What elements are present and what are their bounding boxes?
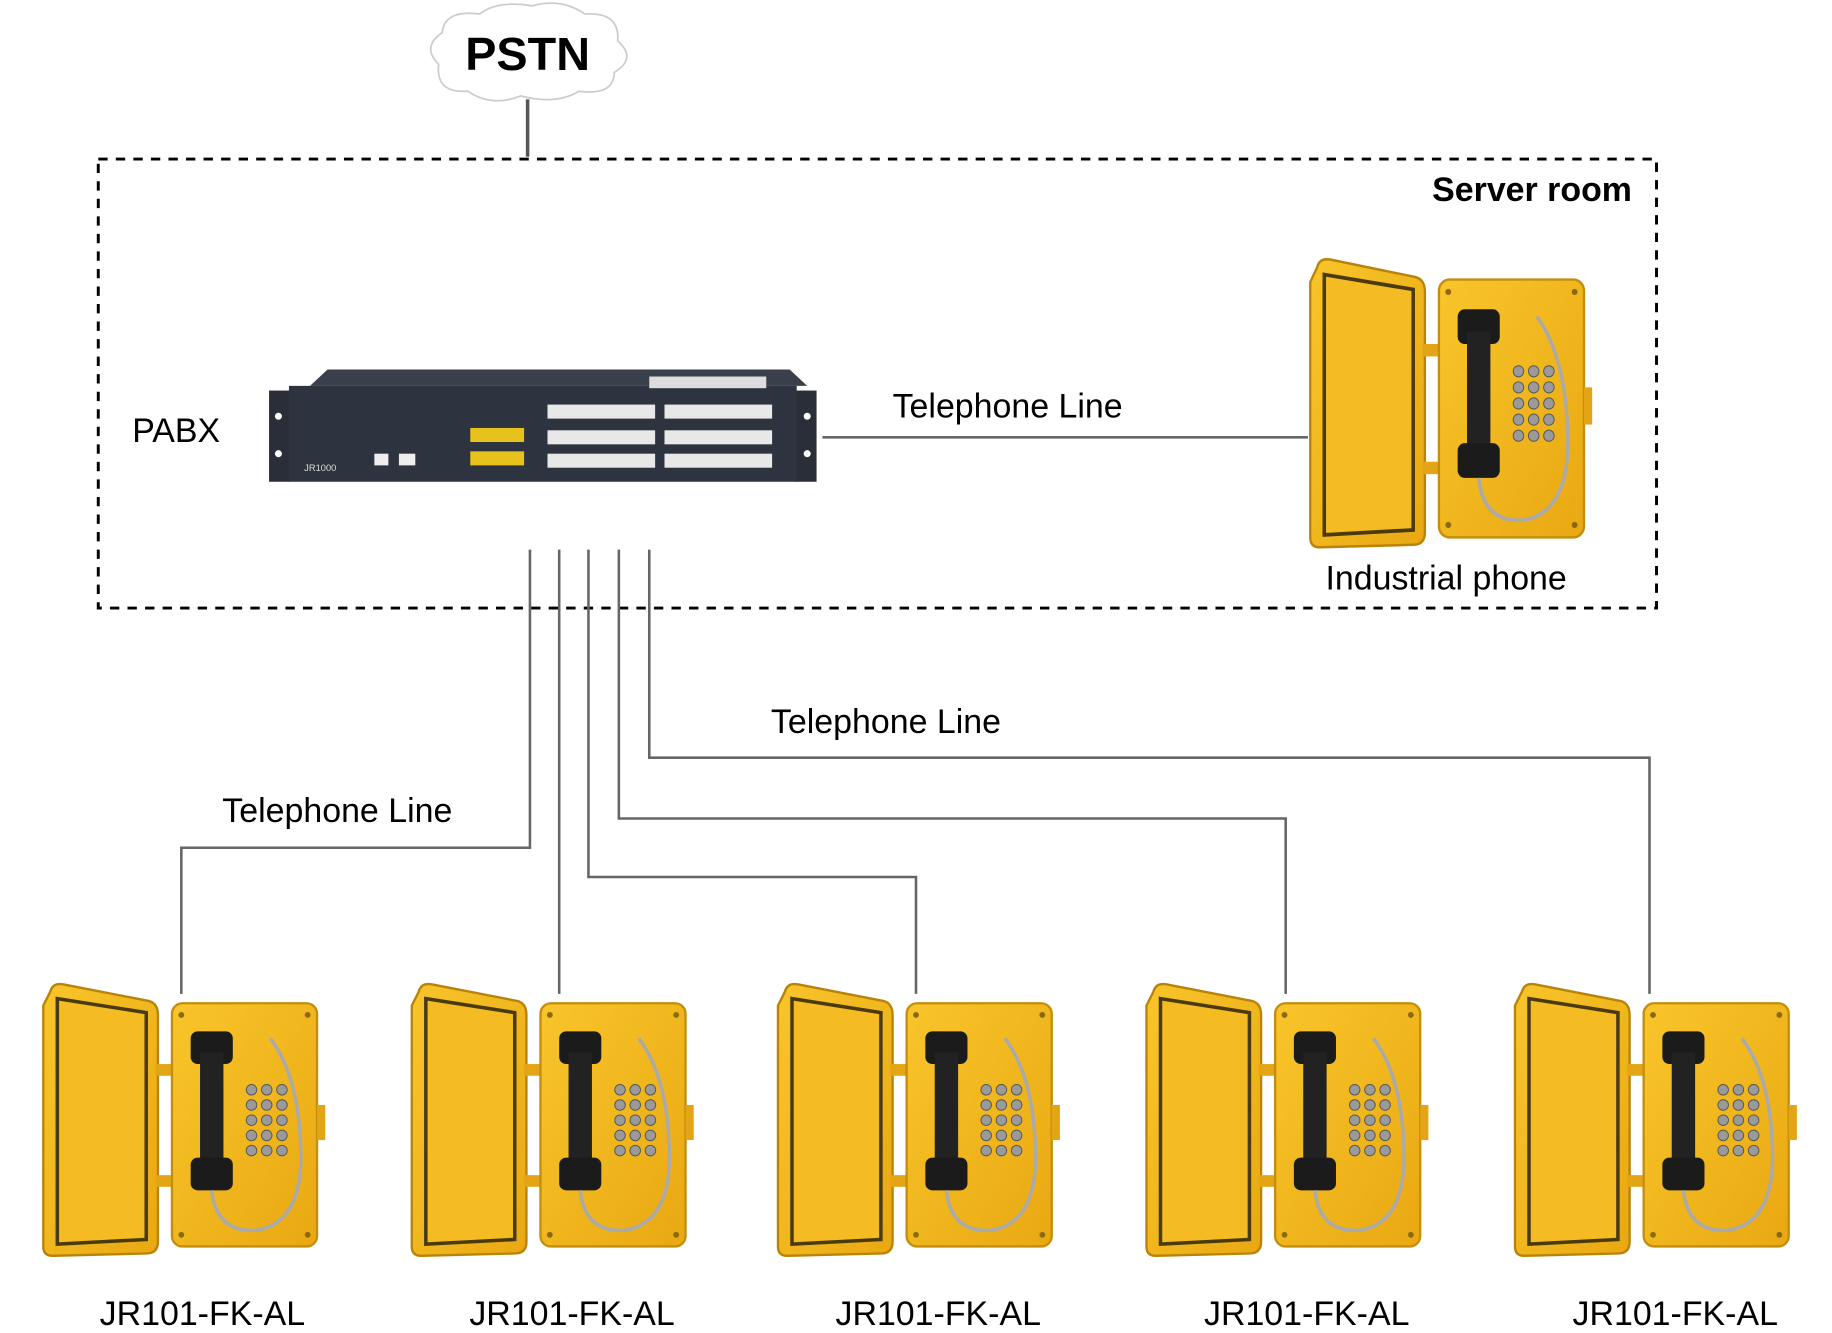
telephone-line-label-left: Telephone Line: [222, 792, 452, 830]
industrial-phone: [1308, 257, 1595, 550]
phone-2: [410, 982, 696, 1258]
phone-4: [1144, 982, 1431, 1258]
telephone-line-3: [587, 549, 918, 994]
pabx-model: JR1000: [304, 463, 336, 473]
pstn-cloud: PSTN: [429, 2, 628, 102]
telephone-line-1: [180, 549, 532, 994]
phone-5: [1513, 982, 1799, 1258]
pstn-label: PSTN: [465, 28, 590, 80]
telephone-line-5: [647, 549, 1651, 994]
phone-3: [776, 982, 1062, 1258]
industrial-phone-label: Industrial phone: [1325, 559, 1566, 597]
phone-1: [41, 982, 327, 1258]
phone-5-label: JR101-FK-AL: [1573, 1295, 1778, 1333]
server-room-label: Server room: [1432, 171, 1632, 209]
telephone-line-label-top: Telephone Line: [893, 387, 1123, 425]
phone-4-label: JR101-FK-AL: [1204, 1295, 1409, 1333]
pabx-device: JR1000: [269, 369, 817, 482]
pabx-label: PABX: [132, 412, 220, 450]
phone-3-label: JR101-FK-AL: [835, 1295, 1040, 1333]
phone-2-label: JR101-FK-AL: [469, 1295, 674, 1333]
server-room-boundary: [96, 157, 1658, 610]
phone-1-label: JR101-FK-AL: [100, 1295, 305, 1333]
telephone-line-4: [617, 549, 1287, 994]
telephone-line-label-middle: Telephone Line: [771, 703, 1001, 741]
